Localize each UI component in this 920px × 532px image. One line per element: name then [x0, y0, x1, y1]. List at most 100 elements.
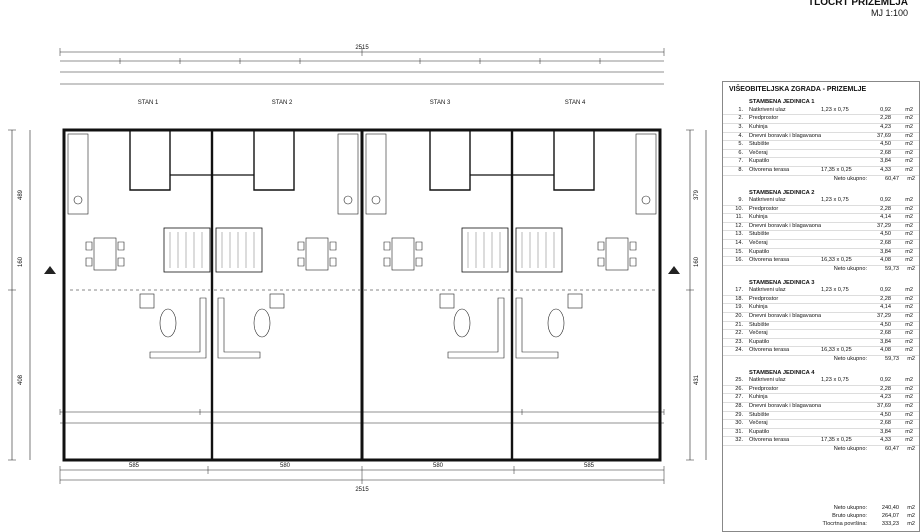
room-name: Dnevni boravak i blagavaona [749, 403, 821, 410]
area-unit: m2 [905, 428, 913, 435]
room-area: 37,69 [877, 403, 891, 410]
area-unit: m2 [905, 420, 913, 427]
area-unit: m2 [905, 239, 913, 246]
room-dimensions [821, 141, 859, 149]
total-label: Bruto ukupno: [832, 513, 867, 519]
stair-label-2: STAN 2 [272, 100, 293, 106]
room-name: Otvorena terasa [749, 437, 790, 444]
room-dimensions: 1,23 x 0,75 [821, 196, 849, 203]
room-dimensions [821, 386, 859, 394]
room-name: Večeraj [749, 330, 768, 337]
room-dimensions [821, 394, 859, 402]
room-dimensions [821, 223, 859, 231]
area-unit: m2 [905, 321, 913, 328]
total-unit: m2 [907, 505, 915, 511]
area-unit: m2 [905, 403, 913, 410]
room-name: Otvorena terasa [749, 257, 790, 264]
overall-dim-top: 2515 [355, 45, 369, 51]
total-unit: m2 [907, 521, 915, 527]
room-dimensions [821, 339, 859, 347]
room-dimensions: 1,23 x 0,75 [821, 106, 849, 113]
room-dimensions: 16,33 x 0,25 [821, 257, 852, 264]
net-value: 60,47 [885, 446, 899, 453]
right-dim-2: 160 [694, 256, 700, 267]
net-label: Neto ukupno: [833, 446, 867, 453]
room-name: Predprostor [749, 205, 779, 212]
room-dimensions [821, 403, 859, 411]
row-number: 22. [735, 330, 743, 337]
stair-treads [169, 232, 555, 268]
area-unit: m2 [905, 158, 913, 165]
room-name: Predprostor [749, 115, 779, 122]
bottom-dim-2: 580 [280, 463, 291, 469]
row-number: 13. [735, 231, 743, 238]
total-label: Neto ukupno: [833, 505, 867, 511]
row-number: 31. [735, 428, 743, 435]
room-dimensions [821, 231, 859, 239]
area-unit: m2 [905, 231, 913, 238]
row-number: 10. [735, 205, 743, 212]
room-name: Natkriveni ulaz [749, 377, 786, 384]
room-dimensions [821, 214, 859, 222]
room-dimensions [821, 429, 859, 437]
area-unit: m2 [905, 411, 913, 418]
room-name: Natkriveni ulaz [749, 106, 786, 113]
room-dimensions [821, 124, 859, 132]
net-unit: m2 [907, 265, 915, 272]
row-number: 4. [738, 132, 743, 139]
room-area: 4,08 [880, 347, 891, 354]
room-name: Dnevni boravak i blagavaona [749, 312, 821, 319]
row-number: 12. [735, 222, 743, 229]
room-name: Kuhinja [749, 304, 768, 311]
room-area: 4,23 [880, 394, 891, 401]
room-name: Kupatilo [749, 248, 770, 255]
room-name: Večeraj [749, 239, 768, 246]
stair-4 [515, 227, 563, 273]
right-dim-1: 379 [694, 189, 700, 200]
stair-label-4: STAN 4 [565, 100, 586, 106]
room-name: Stubište [749, 141, 770, 148]
stair-label-1: STAN 1 [138, 100, 159, 106]
area-unit: m2 [905, 312, 913, 319]
room-area: 4,50 [880, 231, 891, 238]
unit-heading: STAMBENA JEDINICA 3 [749, 279, 815, 286]
row-number: 28. [735, 403, 743, 410]
area-unit: m2 [905, 248, 913, 255]
room-area: 2,28 [880, 385, 891, 392]
total-value: 264,07 [881, 513, 899, 519]
bottom-dim-4: 585 [584, 463, 595, 469]
room-name: Kuhinja [749, 214, 768, 221]
room-name: Kupatilo [749, 428, 770, 435]
room-area: 4,33 [880, 166, 891, 173]
room-name: Natkriveni ulaz [749, 287, 786, 294]
total-value: 333,23 [881, 521, 899, 527]
area-unit: m2 [905, 166, 913, 173]
row-number: 29. [735, 411, 743, 418]
room-area: 2,28 [880, 115, 891, 122]
row-number: 6. [738, 149, 743, 156]
room-dimensions: 1,23 x 0,75 [821, 377, 849, 384]
area-unit: m2 [905, 141, 913, 148]
room-name: Otvorena terasa [749, 347, 790, 354]
stair-2 [215, 227, 263, 273]
unit-heading: STAMBENA JEDINICA 2 [749, 189, 815, 196]
room-dimensions [821, 240, 859, 248]
area-unit: m2 [905, 149, 913, 156]
room-dimensions [821, 150, 859, 158]
room-area: 2,28 [880, 205, 891, 212]
